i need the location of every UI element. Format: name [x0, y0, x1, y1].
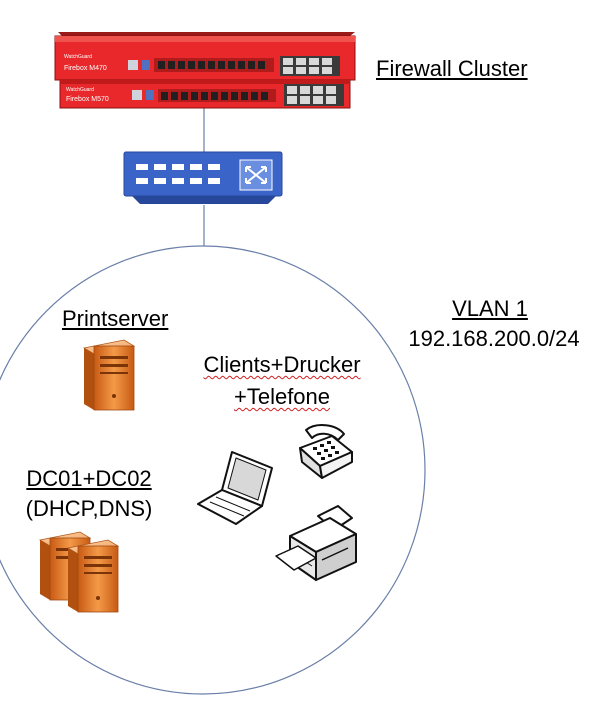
printserver-label: Printserver — [62, 306, 169, 331]
vlan-name-label: VLAN 1 — [452, 296, 528, 321]
printer-icon — [275, 505, 357, 581]
firewall-icon: Firebox M470 WatchGuard Firebox M570 Wat… — [54, 32, 356, 109]
firewall-bottom-brand: WatchGuard — [66, 87, 94, 93]
clients-label-line1: Clients+Drucker — [203, 352, 361, 377]
telephone-icon — [299, 424, 353, 479]
firewall-bottom-model: Firebox M570 — [66, 96, 109, 103]
dc-label-line2: (DHCP,DNS) — [25, 496, 153, 521]
vlan-circle — [0, 245, 426, 695]
switch-icon — [123, 151, 283, 204]
dc-label-line1: DC01+DC02 — [26, 466, 152, 491]
firewall-top-model: Firebox M470 — [64, 65, 107, 72]
laptop-icon — [197, 451, 273, 525]
dc-servers-icon — [38, 531, 120, 613]
vlan-subnet-label: 192.168.200.0/24 — [408, 326, 580, 351]
printserver-icon — [82, 339, 136, 411]
firewall-top-brand: WatchGuard — [64, 54, 92, 60]
clients-label-line2: +Telefone — [233, 384, 331, 409]
firewall-cluster-label: Firewall Cluster — [376, 56, 528, 81]
